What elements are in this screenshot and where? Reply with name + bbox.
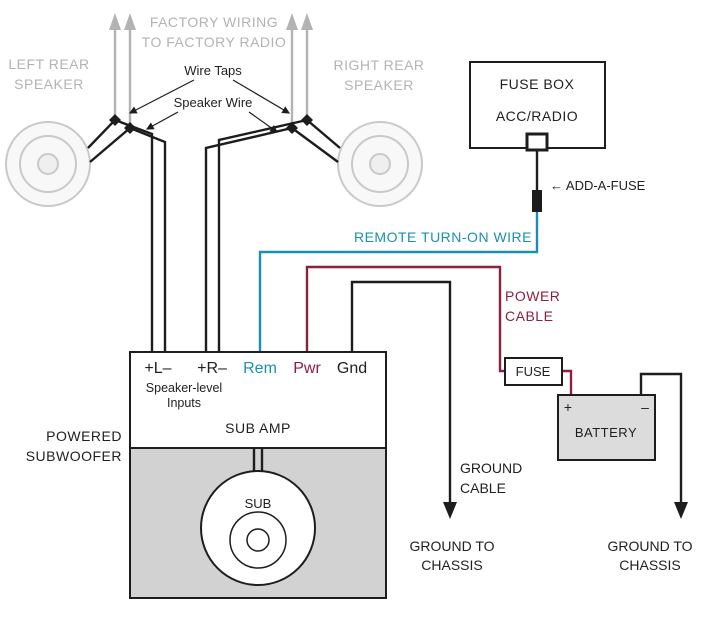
battery-plus-terminal: + (564, 399, 572, 415)
power-cable: POWER CABLE (305, 265, 573, 395)
inline-fuse: FUSE (504, 357, 563, 386)
speaker-ring (351, 135, 409, 193)
terminal-right-input: +R– (197, 360, 227, 377)
callout-arrow (128, 79, 195, 114)
ground-chassis-label: CHASSIS (619, 557, 680, 573)
callout-arrow (248, 111, 278, 133)
speaker-wire-to-amp (114, 118, 154, 353)
left-speaker-label: SPEAKER (14, 76, 84, 92)
wire-tap-icon (286, 122, 298, 134)
speaker-dustcap (37, 153, 59, 175)
terminal-left-input: +L– (144, 360, 171, 377)
power-wire (562, 369, 573, 395)
battery-minus-terminal: – (641, 399, 649, 415)
ground-chassis-label: GROUND TO (607, 538, 692, 554)
power-cable-label: CABLE (505, 308, 553, 324)
speaker-lead (89, 127, 131, 163)
right-speaker-label: RIGHT REAR (333, 57, 424, 73)
wire-tap-icon (124, 122, 136, 134)
battery: + – BATTERY (557, 394, 656, 461)
sub-cone (200, 470, 316, 586)
left-rear-speaker-icon (5, 121, 91, 207)
remote-turn-on-label: REMOTE TURN-ON WIRE (354, 229, 532, 245)
battery-label: BATTERY (575, 425, 637, 440)
speaker-lead (306, 119, 341, 149)
speaker-level-inputs-label: Speaker-level (146, 381, 222, 395)
fuse-label: FUSE (516, 364, 551, 379)
sub-speaker-icon: SUB (200, 470, 316, 586)
sub-amp-label: SUB AMP (225, 420, 291, 436)
ground-chassis-label: GROUND TO (409, 538, 494, 554)
right-rear-speaker-icon (337, 121, 423, 207)
fuse-box-label: FUSE BOX (500, 76, 575, 92)
ground-chassis-label: CHASSIS (421, 557, 482, 573)
factory-wiring-label: TO FACTORY RADIO (142, 34, 287, 50)
terminal-remote: Rem (243, 360, 277, 377)
acc-fuse-slot-icon (525, 132, 549, 152)
amp-outline (129, 351, 387, 449)
battery-outline (557, 394, 656, 461)
speaker-wire-label: Speaker Wire (174, 95, 253, 110)
ground-wire (639, 372, 683, 504)
callout-arrow (232, 79, 291, 114)
add-a-fuse: ← ADD-A-FUSE (532, 150, 646, 212)
up-arrow-icon (286, 13, 298, 30)
right-speaker-label: SPEAKER (344, 77, 414, 93)
fuse-box: FUSE BOX ACC/RADIO (469, 61, 606, 152)
battery-ground-wire: GROUND TO CHASSIS (607, 372, 693, 573)
speaker-wire-to-amp (204, 126, 293, 353)
wire-tap-icon (301, 114, 313, 126)
wire-tap-icon (109, 114, 121, 126)
remote-turn-on-wire: REMOTE TURN-ON WIRE (258, 212, 539, 353)
ground-cable: GROUND CABLE GROUND TO CHASSIS (350, 280, 522, 573)
left-speaker-label: LEFT REAR (8, 56, 89, 72)
speaker-lead (87, 119, 116, 149)
up-arrow-icon (124, 13, 136, 30)
add-a-fuse-body-icon (532, 190, 542, 212)
speaker-lead (291, 127, 339, 163)
up-arrow-icon (109, 13, 121, 30)
sub-label: SUB (245, 496, 272, 511)
sub-cone-ring (229, 511, 287, 569)
terminal-power: Pwr (293, 360, 321, 377)
wire-taps (109, 114, 313, 134)
callout-arrow (145, 111, 179, 130)
sub-enclosure: SUB (129, 447, 387, 599)
sub-dustcap (246, 528, 270, 552)
terminal-ground: Gnd (337, 360, 367, 377)
fuse-outline (504, 357, 563, 386)
speaker-wires (87, 118, 341, 353)
speaker-ring (19, 135, 77, 193)
power-cable-label: POWER (505, 288, 560, 304)
factory-wiring-label: FACTORY WIRING (150, 14, 278, 30)
add-a-fuse-label: ← ADD-A-FUSE (550, 178, 646, 193)
speaker-wire-to-amp (217, 118, 308, 353)
up-arrow-icon (301, 13, 313, 30)
speaker-level-inputs-label: Inputs (167, 396, 201, 410)
ground-wire (350, 280, 452, 504)
wire-taps-label: Wire Taps (184, 63, 242, 78)
speaker-dustcap (369, 153, 391, 175)
ground-cable-label: GROUND (460, 460, 522, 476)
speaker-wire-to-amp (129, 126, 167, 353)
remote-wire (258, 212, 539, 353)
amp-box: +L– +R– Rem Pwr Gnd Speaker-level Inputs… (129, 351, 387, 449)
power-wire (305, 265, 505, 373)
down-arrow-icon (443, 502, 457, 519)
ground-cable-label: CABLE (460, 480, 506, 496)
powered-subwoofer-label: SUBWOOFER (26, 448, 122, 464)
down-arrow-icon (674, 502, 688, 519)
powered-subwoofer-label: POWERED (46, 428, 122, 444)
acc-radio-label: ACC/RADIO (496, 108, 578, 124)
